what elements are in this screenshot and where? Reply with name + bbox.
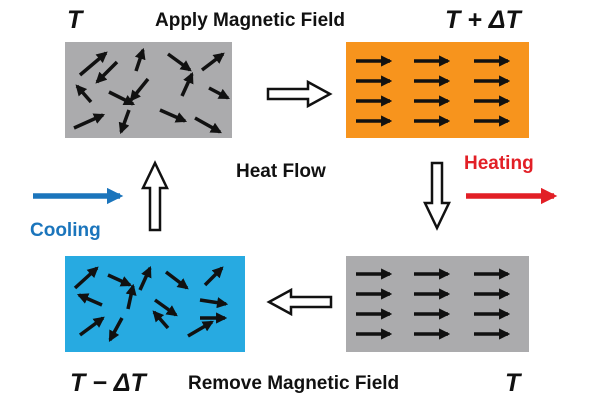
spin-arrow-icon [180, 71, 194, 97]
process-arrow-up [141, 160, 169, 232]
spin-arrow-icon [164, 270, 189, 290]
temperature-label-bottom-right: T [505, 369, 521, 397]
spin-arrow-icon [73, 113, 106, 130]
spin-arrow-icon [153, 298, 178, 317]
spin-arrow-icon [75, 84, 93, 104]
spin-arrow-icon [78, 316, 105, 337]
temperature-label-top-left: T [67, 6, 83, 34]
temperature-label-bottom-left: T − ΔT [70, 369, 146, 397]
spin-arrow-icon [187, 320, 214, 338]
temperature-label-top-right: T + ΔT [445, 6, 521, 34]
spin-arrow-icon [199, 297, 229, 309]
heat-flow-label: Heat Flow [236, 161, 326, 182]
process-arrow-right [266, 79, 333, 109]
material-block-magnetized [346, 42, 529, 138]
spin-arrow-icon [138, 265, 152, 291]
material-block-demagnetizing [346, 256, 529, 352]
apply-field-label: Apply Magnetic Field [155, 10, 346, 31]
remove-field-label: Remove Magnetic Field [188, 373, 400, 394]
spin-arrow-icon [107, 273, 133, 287]
spin-arrow-icon [118, 109, 131, 135]
spin-arrow-icon [108, 317, 124, 342]
spin-arrow-icon [76, 293, 103, 307]
spin-arrow-icon [159, 108, 188, 123]
spin-arrow-icon [129, 77, 150, 102]
spin-arrow-icon [208, 86, 230, 100]
spin-arrow-icon [134, 47, 146, 72]
spin-arrow-icon [203, 266, 224, 287]
spin-arrow-icon [194, 116, 222, 134]
spin-arrow-icon [95, 60, 119, 84]
spin-arrow-icon [166, 52, 192, 72]
spin-arrow-icon [73, 266, 99, 290]
spin-arrow-icon [200, 52, 225, 72]
cooling-label: Cooling [30, 220, 101, 241]
spin-arrow-icon [125, 283, 137, 310]
spin-arrow-icon [78, 51, 108, 77]
spin-arrows [73, 47, 511, 342]
spin-arrow-icon [108, 90, 136, 106]
process-arrow-down [423, 161, 451, 231]
process-arrow-left [266, 287, 333, 317]
spin-arrow-icon [152, 310, 170, 330]
heating-label: Heating [464, 153, 534, 174]
